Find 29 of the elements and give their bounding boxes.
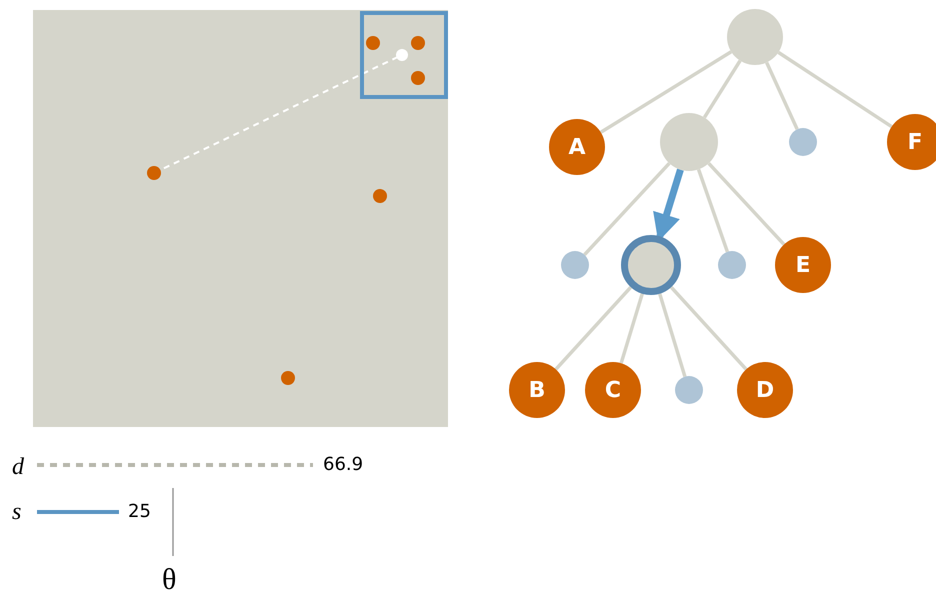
tree-edge (619, 293, 644, 364)
tree-edge (658, 293, 687, 378)
tree-node: D (737, 362, 793, 418)
tree-edge (600, 50, 732, 134)
tree-edge (765, 62, 799, 130)
tree-node: F (887, 114, 936, 170)
variable-label: θ (162, 565, 176, 595)
tree-node: A (549, 119, 605, 175)
value-label: 66.9 (323, 456, 364, 474)
tree-node: E (775, 237, 831, 293)
tree-edge (554, 286, 632, 370)
tree-edge (702, 60, 742, 118)
variable-label: d (12, 455, 24, 479)
tree-edge (583, 162, 671, 256)
tree-node (718, 251, 746, 279)
tree-node (727, 9, 783, 65)
tree-node (789, 128, 817, 156)
tree-node: B (509, 362, 565, 418)
tree-node (660, 113, 718, 171)
tree-node (675, 376, 703, 404)
tree-edge (696, 168, 730, 252)
tree-edge (670, 286, 748, 370)
tree-node (561, 251, 589, 279)
tree-node (621, 235, 681, 295)
tree-edge (777, 50, 893, 128)
tree-node: C (585, 362, 641, 418)
variable-label: s (12, 500, 22, 524)
tree-edge (707, 162, 786, 246)
value-label: 25 (128, 503, 151, 521)
